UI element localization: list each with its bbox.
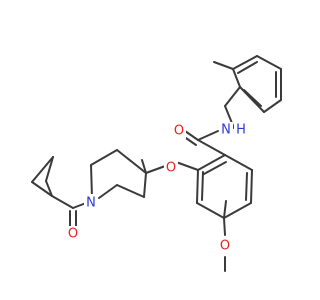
cyclopropyl-carbonyl-oxygen: O (66, 226, 80, 242)
bond (197, 154, 226, 171)
bonds-layer (31, 55, 282, 272)
bond (31, 181, 53, 197)
bond (196, 169, 199, 204)
atom-label: H (236, 123, 246, 138)
bond (203, 161, 227, 175)
bond (197, 139, 226, 156)
bond (223, 217, 226, 236)
amide-hydrogen: H (234, 122, 248, 138)
molecule-canvas: O N H O N O O (31, 55, 282, 272)
bond (224, 154, 253, 171)
bond (197, 130, 219, 141)
bond (224, 86, 241, 107)
bond (237, 61, 258, 74)
bond (45, 180, 53, 197)
bond (72, 202, 87, 209)
bond (90, 149, 118, 166)
bond (256, 55, 282, 70)
ether-oxygen: O (164, 160, 178, 176)
bond (232, 68, 241, 88)
bond (223, 202, 252, 219)
bond (184, 130, 199, 141)
carbonyl-oxygen-amide: O (172, 123, 186, 139)
amide-nitrogen: N (219, 122, 233, 138)
bond (201, 171, 204, 201)
bond (223, 200, 227, 219)
atom-label: N (86, 196, 96, 211)
bond (175, 161, 199, 171)
bond (250, 169, 253, 204)
bond (116, 184, 145, 198)
atom-label: O (174, 124, 184, 139)
bond (98, 184, 118, 199)
bond (90, 164, 93, 198)
bond (213, 61, 234, 70)
atom-label: O (166, 161, 176, 176)
atom-labels-layer: O N H O N O O (66, 122, 248, 254)
bond (51, 195, 74, 209)
atom-label: N (221, 123, 231, 138)
bond (263, 99, 282, 113)
bond (116, 149, 147, 174)
bond (232, 55, 258, 70)
methoxy-oxygen: O (218, 238, 232, 254)
atom-label: O (220, 239, 230, 254)
atom-label: O (68, 227, 78, 242)
bond (196, 202, 225, 219)
bond (245, 172, 248, 201)
molecule-structure-diagram: O N H O N O O (31, 55, 282, 272)
piperidine-nitrogen: N (84, 194, 98, 211)
bond (141, 159, 147, 174)
bond (31, 156, 54, 183)
bond (45, 156, 54, 182)
bond (243, 89, 262, 107)
bond (143, 172, 147, 198)
